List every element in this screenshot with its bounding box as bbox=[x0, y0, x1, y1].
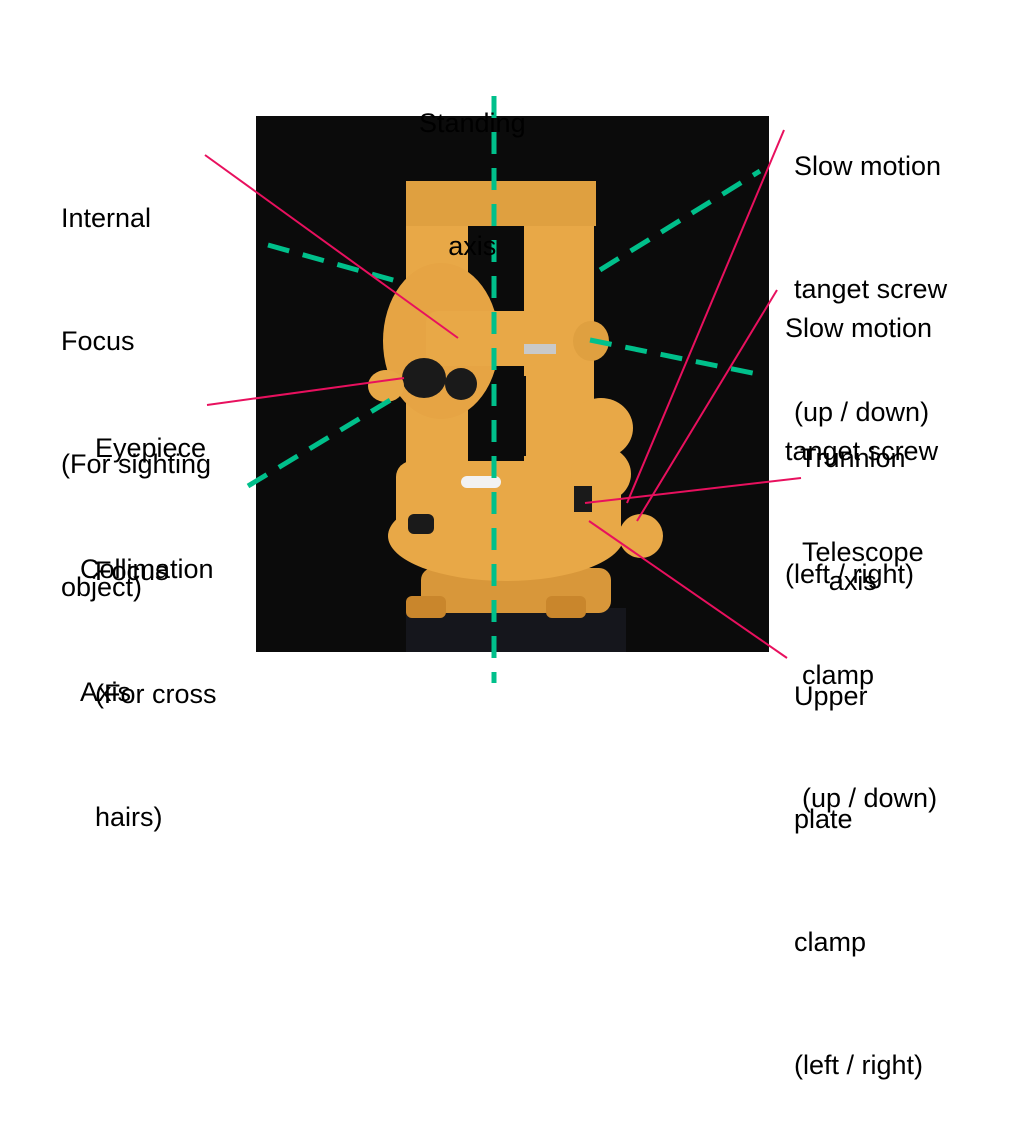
label-line: clamp bbox=[802, 660, 875, 690]
instrument-left-knob bbox=[368, 370, 404, 402]
label-line: Focus bbox=[95, 556, 169, 586]
instrument-standard-opening-lower bbox=[481, 376, 526, 456]
label-line: axis bbox=[828, 566, 877, 596]
label-line: (up / down) bbox=[794, 397, 930, 427]
instrument-plate-clamp-lever bbox=[408, 514, 434, 534]
label-line: Focus bbox=[61, 326, 135, 356]
collimation-axis-line bbox=[246, 390, 404, 489]
label-line: (left / right) bbox=[794, 1050, 924, 1080]
theodolite-illustration bbox=[368, 181, 663, 652]
instrument-eyepiece-1 bbox=[402, 358, 446, 398]
label-line: Upper bbox=[794, 681, 868, 711]
label-line: Internal bbox=[61, 203, 152, 233]
instrument-telescope-body bbox=[426, 311, 541, 366]
line-of-sight-axis-line bbox=[267, 242, 401, 285]
label-line: (For cross bbox=[95, 679, 217, 709]
label-line: Collimation bbox=[80, 554, 214, 584]
slow-motion-up-down-axis-line bbox=[598, 168, 762, 273]
label-internal-focus: Internal Focus (For sighting object) bbox=[61, 116, 211, 649]
label-line: Standing bbox=[419, 108, 526, 138]
theodolite-photo bbox=[256, 116, 769, 652]
label-line: (For sighting bbox=[61, 449, 212, 479]
instrument-foot-screw-left bbox=[406, 596, 446, 618]
upper-plate-clamp-leader bbox=[588, 520, 788, 659]
instrument-telescope-clamp-lever bbox=[574, 486, 592, 512]
instrument-slow-motion-knob bbox=[619, 514, 663, 558]
label-line: tanget screw bbox=[794, 274, 948, 304]
label-standing-axis: Standing axis bbox=[419, 21, 526, 308]
label-line: plate bbox=[794, 804, 853, 834]
label-line: hairs) bbox=[95, 802, 163, 832]
instrument-eyepiece-2 bbox=[445, 368, 477, 400]
label-line: (left / right) bbox=[785, 559, 915, 589]
label-line: object) bbox=[61, 572, 143, 602]
trunnion-axis-line bbox=[589, 337, 763, 378]
label-line: Slow motion bbox=[785, 313, 933, 343]
label-line: Slow motion bbox=[794, 151, 942, 181]
label-line: Telescope bbox=[802, 537, 924, 567]
slow-motion-up-down-leader bbox=[626, 129, 785, 504]
label-collimation-axis: Collimation Axis bbox=[80, 467, 214, 754]
annotation-overlay bbox=[204, 96, 802, 683]
instrument-plate-bubble bbox=[461, 476, 501, 488]
label-slow-motion-up-down: Slow motion tanget screw (up / down) bbox=[794, 64, 947, 474]
label-line: axis bbox=[448, 231, 497, 261]
instrument-top-bridge bbox=[406, 181, 596, 226]
label-trunnion-axis: Trunnion axis bbox=[800, 356, 906, 643]
instrument-knob-upper bbox=[569, 398, 633, 458]
eyepiece-focus-leader bbox=[206, 377, 405, 406]
label-line: Trunnion bbox=[800, 443, 906, 473]
label-line: Axis bbox=[80, 677, 132, 707]
slow-motion-left-right-leader bbox=[636, 289, 778, 522]
label-slow-motion-left-right: Slow motion tanget screw (left / right) bbox=[785, 226, 938, 636]
telescope-clamp-leader bbox=[584, 477, 802, 504]
internal-focus-leader bbox=[204, 154, 459, 339]
label-line: clamp bbox=[794, 927, 867, 957]
label-line: Eyepiece bbox=[95, 433, 207, 463]
instrument-scale-plate bbox=[524, 344, 556, 354]
label-upper-plate-clamp: Upper plate clamp (left / right) bbox=[794, 594, 923, 1127]
label-line: tanget screw bbox=[785, 436, 939, 466]
instrument-foot-screw-right bbox=[546, 596, 586, 618]
